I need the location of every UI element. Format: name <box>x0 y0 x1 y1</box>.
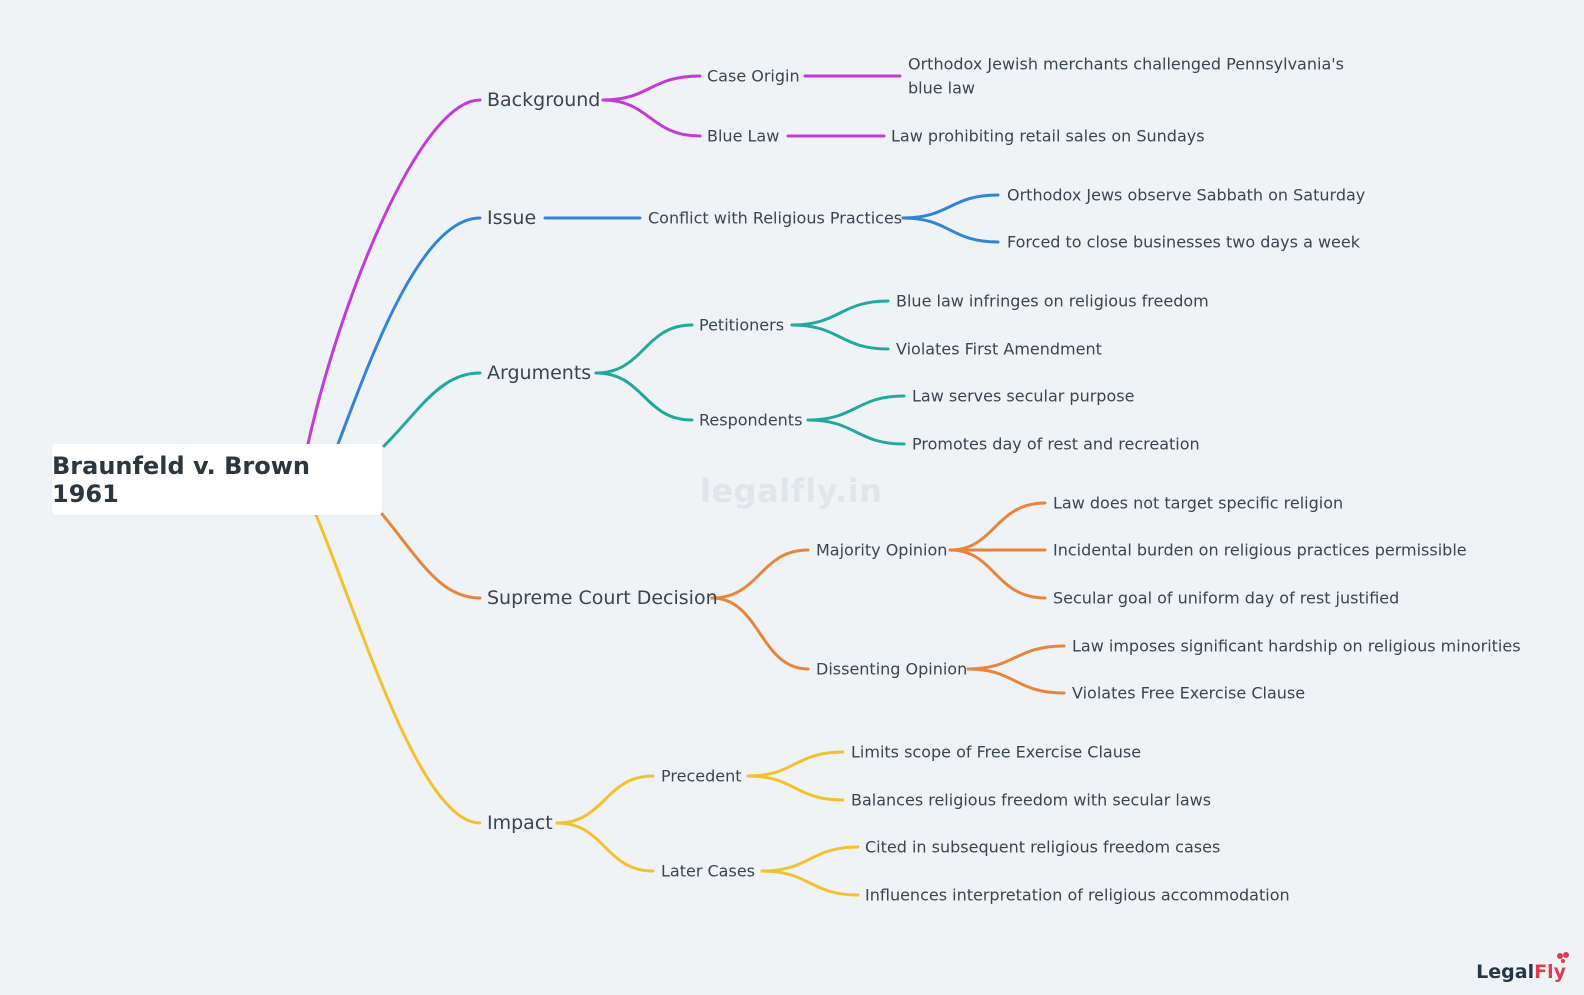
node-arguments: Arguments <box>487 362 591 384</box>
connector-impact-later-cases <box>555 821 655 873</box>
node-case-origin: Case Origin <box>707 67 800 86</box>
connector-arguments-petitioners <box>594 323 694 375</box>
connector-respondents-detail-2 <box>806 418 906 446</box>
connector-conflict-detail-2 <box>901 216 1000 244</box>
leaf-majority-1: Law does not target specific religion <box>1053 494 1343 513</box>
leaf-conflict-1: Orthodox Jews observe Sabbath on Saturda… <box>1007 186 1365 205</box>
background-connectors <box>306 74 902 446</box>
leaf-later-cases-2: Influences interpretation of religious a… <box>865 886 1290 905</box>
node-later-cases: Later Cases <box>661 862 755 881</box>
node-petitioners: Petitioners <box>699 316 784 335</box>
connector-dissent-detail-2 <box>966 667 1066 695</box>
connector-majority-detail-3 <box>948 548 1047 600</box>
connector-root-arguments <box>382 371 482 448</box>
leaf-case-origin-line-2: blue law <box>908 79 975 98</box>
node-dissenting-opinion: Dissenting Opinion <box>816 660 967 679</box>
leaf-dissent-1: Law imposes significant hardship on reli… <box>1072 637 1521 656</box>
connector-precedent-detail-1 <box>746 750 845 778</box>
node-supreme-court-decision: Supreme Court Decision <box>487 587 718 609</box>
connector-root-decision <box>380 512 482 600</box>
leaf-blue-law: Law prohibiting retail sales on Sundays <box>891 127 1205 146</box>
leaf-case-origin-line-1: Orthodox Jewish merchants challenged Pen… <box>908 55 1344 74</box>
connector-background-blue-law <box>601 98 702 138</box>
connector-petitioners-detail-1 <box>790 299 890 327</box>
connector-arguments-respondents <box>594 371 694 422</box>
leaf-precedent-1: Limits scope of Free Exercise Clause <box>851 743 1141 762</box>
butterfly-icon <box>1557 952 1569 963</box>
node-impact: Impact <box>487 812 553 834</box>
node-respondents: Respondents <box>699 411 802 430</box>
leaf-precedent-2: Balances religious freedom with secular … <box>851 791 1211 810</box>
issue-connectors <box>336 193 1000 446</box>
connector-dissent-detail-1 <box>966 644 1066 671</box>
leaf-dissent-2: Violates Free Exercise Clause <box>1072 684 1305 703</box>
connector-root-impact <box>314 513 482 825</box>
arguments-connectors <box>382 299 906 448</box>
leaf-later-cases-1: Cited in subsequent religious freedom ca… <box>865 838 1220 857</box>
leaf-petitioners-1: Blue law infringes on religious freedom <box>896 292 1209 311</box>
connector-background-case-origin <box>601 74 702 102</box>
connector-impact-precedent <box>555 774 655 825</box>
leaf-respondents-1: Law serves secular purpose <box>912 387 1134 406</box>
connector-root-issue <box>336 216 482 446</box>
brand-logo: LegalFly <box>1476 961 1566 983</box>
decision-connectors <box>380 501 1066 695</box>
connector-root-background <box>306 98 482 446</box>
leaf-majority-2: Incidental burden on religious practices… <box>1053 541 1467 560</box>
node-majority-opinion: Majority Opinion <box>816 541 947 560</box>
connector-precedent-detail-2 <box>746 774 845 802</box>
connector-conflict-detail-1 <box>901 193 1000 220</box>
node-precedent: Precedent <box>661 767 742 786</box>
node-blue-law: Blue Law <box>707 127 779 146</box>
connector-later-cases-detail-2 <box>760 869 860 897</box>
connector-respondents-detail-1 <box>806 394 906 422</box>
connector-petitioners-detail-2 <box>790 323 890 351</box>
node-conflict-with-religious-practices: Conflict with Religious Practices <box>648 209 902 228</box>
impact-connectors <box>314 513 860 897</box>
connector-later-cases-detail-1 <box>760 845 860 873</box>
connector-majority-detail-1 <box>948 501 1047 552</box>
root-title: Braunfeld v. Brown 1961 <box>52 451 311 508</box>
watermark: legalfly.in <box>700 472 883 510</box>
leaf-conflict-2: Forced to close businesses two days a we… <box>1007 233 1361 252</box>
leaf-respondents-2: Promotes day of rest and recreation <box>912 435 1200 454</box>
node-background: Background <box>487 89 600 111</box>
leaf-petitioners-2: Violates First Amendment <box>896 340 1102 359</box>
node-issue: Issue <box>487 207 536 229</box>
root-node: Braunfeld v. Brown 1961 <box>52 444 382 515</box>
connector-decision-dissent <box>710 596 810 671</box>
brand-logo-part-2: Fly <box>1534 961 1566 983</box>
brand-logo-part-1: Legal <box>1476 961 1535 983</box>
connector-decision-majority <box>710 548 810 600</box>
leaf-majority-3: Secular goal of uniform day of rest just… <box>1053 589 1399 608</box>
